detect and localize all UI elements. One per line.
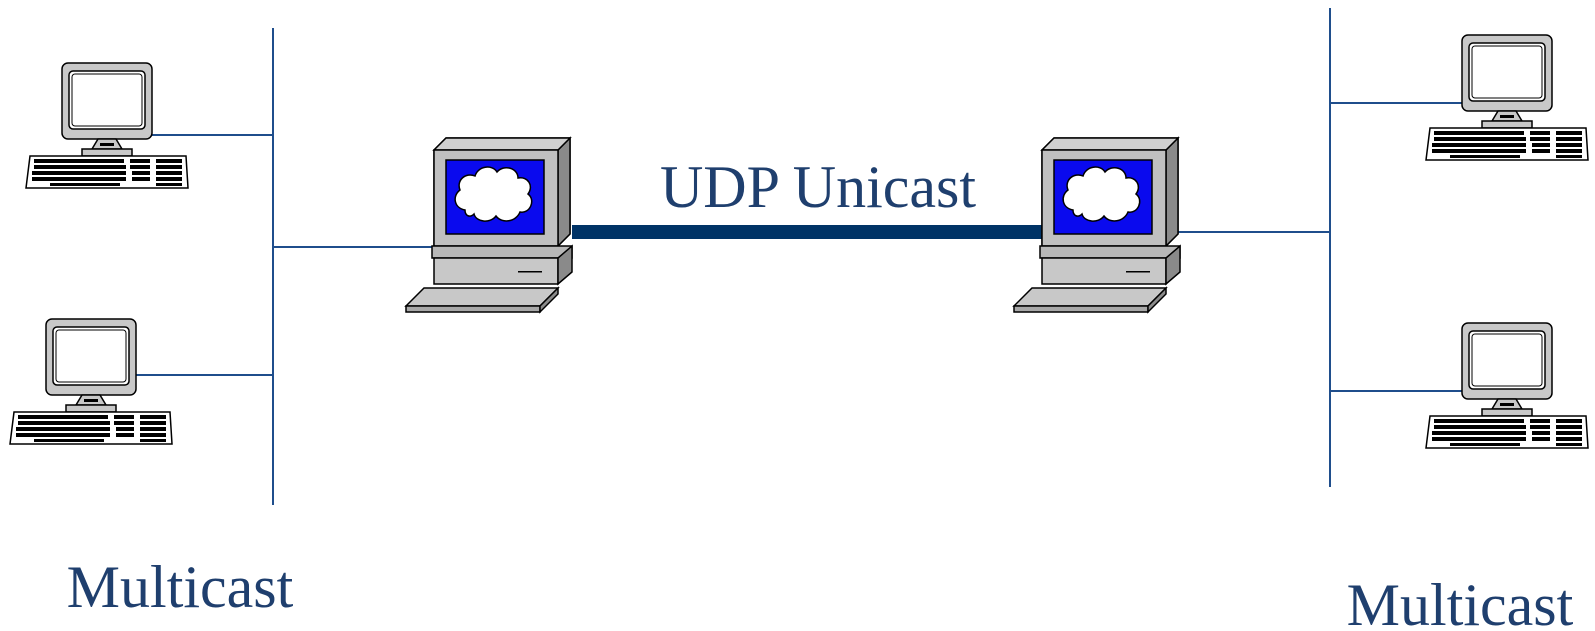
right-host-2-computer-icon bbox=[1425, 322, 1589, 449]
left-multicast-label: Multicast bbox=[67, 554, 294, 620]
right-host-1-computer-icon bbox=[1425, 34, 1589, 161]
left-gateway-computer-icon bbox=[405, 137, 573, 313]
left-host-1-computer-icon bbox=[25, 62, 189, 189]
left-host-2-computer-icon bbox=[9, 318, 173, 445]
udp-unicast-label: UDP Unicast bbox=[660, 154, 976, 220]
right-multicast-label: Multicast bbox=[1347, 572, 1574, 631]
